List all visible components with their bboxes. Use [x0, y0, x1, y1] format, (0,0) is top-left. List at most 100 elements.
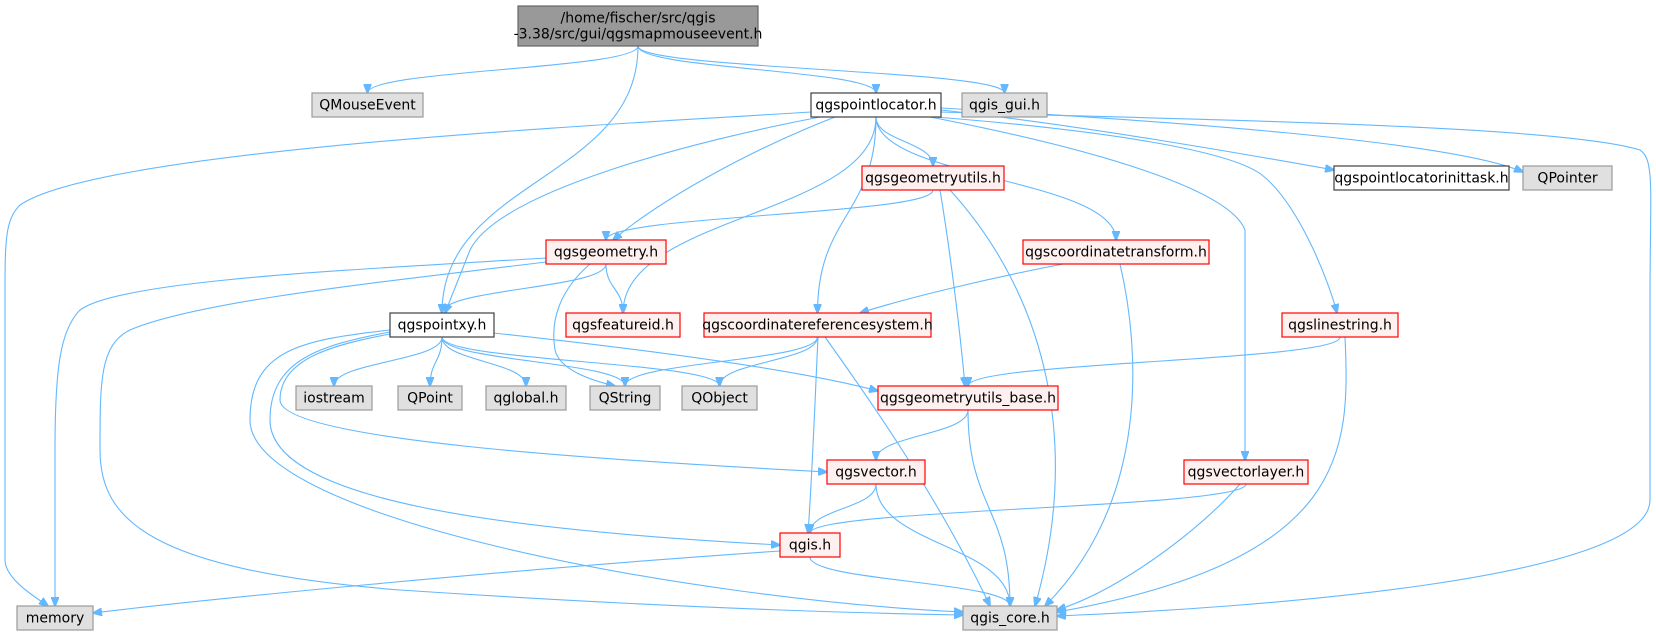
- edge-qgsgeometryutils-to-qgsgeometryutils_base: [939, 189, 965, 386]
- node-box: [1522, 165, 1613, 191]
- edge-qgscoordinatereferencesystem-to-qstring: [625, 336, 819, 386]
- node-memory[interactable]: memory: [16, 605, 94, 631]
- edge-qgscoordinatereferencesystem-to-qobject: [720, 336, 819, 386]
- node-label: qgsgeometryutils.h: [865, 171, 1001, 187]
- node-box: [545, 239, 667, 265]
- node-label: qgis_gui.h: [969, 98, 1040, 114]
- node-qmouseevent[interactable]: QMouseEvent: [311, 92, 424, 118]
- node-box: [962, 605, 1058, 631]
- edge-qgsvector-to-qgis: [810, 483, 877, 533]
- node-box: [397, 385, 463, 411]
- node-box: [1333, 165, 1510, 191]
- node-qgis-core[interactable]: qgis_core.h: [962, 605, 1058, 631]
- node-qgspointxy[interactable]: qgspointxy.h: [389, 312, 495, 338]
- node-label: qgspointxy.h: [398, 318, 487, 334]
- edge-qgspointlocator-to-qgslinestring: [934, 116, 1337, 313]
- node-box: [1183, 459, 1309, 485]
- node-iostream[interactable]: iostream: [295, 385, 373, 411]
- edge-qgspointxy-to-qgsvector: [279, 333, 827, 472]
- node-qgscoordinatereferencesystem[interactable]: qgscoordinatereferencesystem.h: [702, 312, 933, 338]
- edge-qgscoordinatetransform-to-qgscoordinatereferencesystem: [860, 263, 1064, 313]
- edge-qgsgeometry-to-memory: [55, 257, 547, 606]
- node-label: /home/fischer/src/qgis: [560, 11, 715, 27]
- node-label: -3.38/src/gui/qgsmapmouseevent.h: [514, 27, 763, 43]
- edge-qgis-to-memory: [93, 550, 781, 613]
- node-label: QMouseEvent: [319, 98, 416, 114]
- node-qgspointlocatorinittask[interactable]: qgspointlocatorinittask.h: [1333, 165, 1510, 191]
- node-label: qgsvector.h: [835, 465, 917, 481]
- edge-qgspointlocator-to-qgsgeometry: [613, 116, 836, 240]
- edge-qgsgeometryutils_base-to-qgsvector: [876, 409, 969, 460]
- node-box: [1022, 239, 1210, 265]
- edge-qgspointlocator-to-qgsvectorlayer: [929, 116, 1245, 460]
- node-qpointer[interactable]: QPointer: [1522, 165, 1613, 191]
- node-qgslinestring[interactable]: qgslinestring.h: [1281, 312, 1399, 338]
- node-label: qgscoordinatetransform.h: [1025, 245, 1207, 261]
- edge-qgspointxy-to-qgis_core: [249, 329, 963, 612]
- node-label: QObject: [691, 391, 748, 407]
- edge-qgspointlocator-to-qgis_core: [940, 111, 1652, 616]
- node-box: [961, 92, 1048, 118]
- edge-qgspointlocator-to-memory: [4, 111, 812, 606]
- node-qgsgeometry[interactable]: qgsgeometry.h: [545, 239, 667, 265]
- edge-qgspointxy-to-qglobal: [441, 336, 526, 386]
- node-qgsfeatureid[interactable]: qgsfeatureid.h: [565, 312, 681, 338]
- edge-qgsgeometry-to-qstring: [553, 263, 615, 386]
- edge-qgslinestring-to-qgsgeometryutils_base: [968, 336, 1341, 386]
- node-qgsgeometryutils-base[interactable]: qgsgeometryutils_base.h: [877, 385, 1059, 411]
- node-qobject[interactable]: QObject: [681, 385, 758, 411]
- node-box: [1281, 312, 1399, 338]
- edge-qgsgeometryutils-to-qgsgeometry: [606, 189, 934, 240]
- edge-qgspointxy-to-qgsgeometryutils_base: [493, 332, 878, 391]
- edge-root-to-qmouseevent: [368, 45, 639, 93]
- node-qglobal[interactable]: qglobal.h: [485, 385, 567, 411]
- node-qgsvector[interactable]: qgsvector.h: [826, 459, 926, 485]
- node-qgis-gui[interactable]: qgis_gui.h: [961, 92, 1048, 118]
- node-box: [311, 92, 424, 118]
- edge-qgis-to-qgis_core: [809, 556, 1010, 606]
- node-qgsgeometryutils[interactable]: qgsgeometryutils.h: [861, 165, 1005, 191]
- node-box: [565, 312, 681, 338]
- node-qstring[interactable]: QString: [589, 385, 661, 411]
- node-label: qgis_core.h: [970, 611, 1050, 627]
- node-label: qgspointlocator.h: [815, 98, 936, 114]
- edge-qgspointxy-to-qobject: [441, 336, 720, 386]
- edge-qgspointxy-to-qpoint: [430, 336, 443, 386]
- edge-qgspointxy-to-iostream: [334, 336, 443, 386]
- node-root[interactable]: /home/fischer/src/qgis-3.38/src/gui/qgsm…: [514, 5, 763, 47]
- node-box: [877, 385, 1059, 411]
- edge-qgspointlocator-to-qgsgeometryutils: [875, 116, 933, 166]
- node-qgis[interactable]: qgis.h: [779, 532, 841, 558]
- edge-root-to-qgis_gui: [637, 45, 1005, 93]
- node-qgspointlocator[interactable]: qgspointlocator.h: [810, 92, 942, 118]
- edge-qgspointxy-to-qstring: [441, 336, 625, 386]
- node-label: qgspointlocatorinittask.h: [1334, 171, 1508, 187]
- edge-qgslinestring-to-qgis_core: [1057, 336, 1347, 612]
- node-box: [810, 92, 942, 118]
- edge-qgsvector-to-qgis_core: [875, 483, 1010, 606]
- edge-qgspointlocator-to-qgspointxy: [445, 116, 821, 313]
- node-qpoint[interactable]: QPoint: [397, 385, 463, 411]
- edge-qgsgeometry-to-qgspointxy: [442, 263, 607, 313]
- edge-qgsgeometry-to-qgis_core: [99, 261, 963, 615]
- node-label: qgsgeometry.h: [554, 245, 658, 261]
- node-label: qglobal.h: [494, 391, 559, 407]
- edge-qgscoordinatereferencesystem-to-qgis_core: [824, 336, 990, 606]
- node-box: [295, 385, 373, 411]
- node-box: [389, 312, 495, 338]
- edge-qgspointlocator-to-qgsfeatureid: [623, 116, 877, 313]
- node-label: QPoint: [407, 391, 453, 407]
- edge-qgsgeometry-to-qgsfeatureid: [605, 263, 623, 313]
- node-label: QPointer: [1537, 171, 1597, 187]
- node-qgsvectorlayer[interactable]: qgsvectorlayer.h: [1183, 459, 1309, 485]
- node-layer: /home/fischer/src/qgis-3.38/src/gui/qgsm…: [16, 5, 1613, 631]
- edge-qgsvectorlayer-to-qgis: [810, 483, 1247, 533]
- node-box: [861, 165, 1005, 191]
- node-label: qgslinestring.h: [1288, 318, 1392, 334]
- node-label: qgsgeometryutils_base.h: [880, 391, 1056, 407]
- node-qgscoordinatetransform[interactable]: qgscoordinatetransform.h: [1022, 239, 1210, 265]
- node-box: [779, 532, 841, 558]
- node-label: QString: [599, 391, 652, 407]
- node-label: qgscoordinatereferencesystem.h: [702, 318, 933, 334]
